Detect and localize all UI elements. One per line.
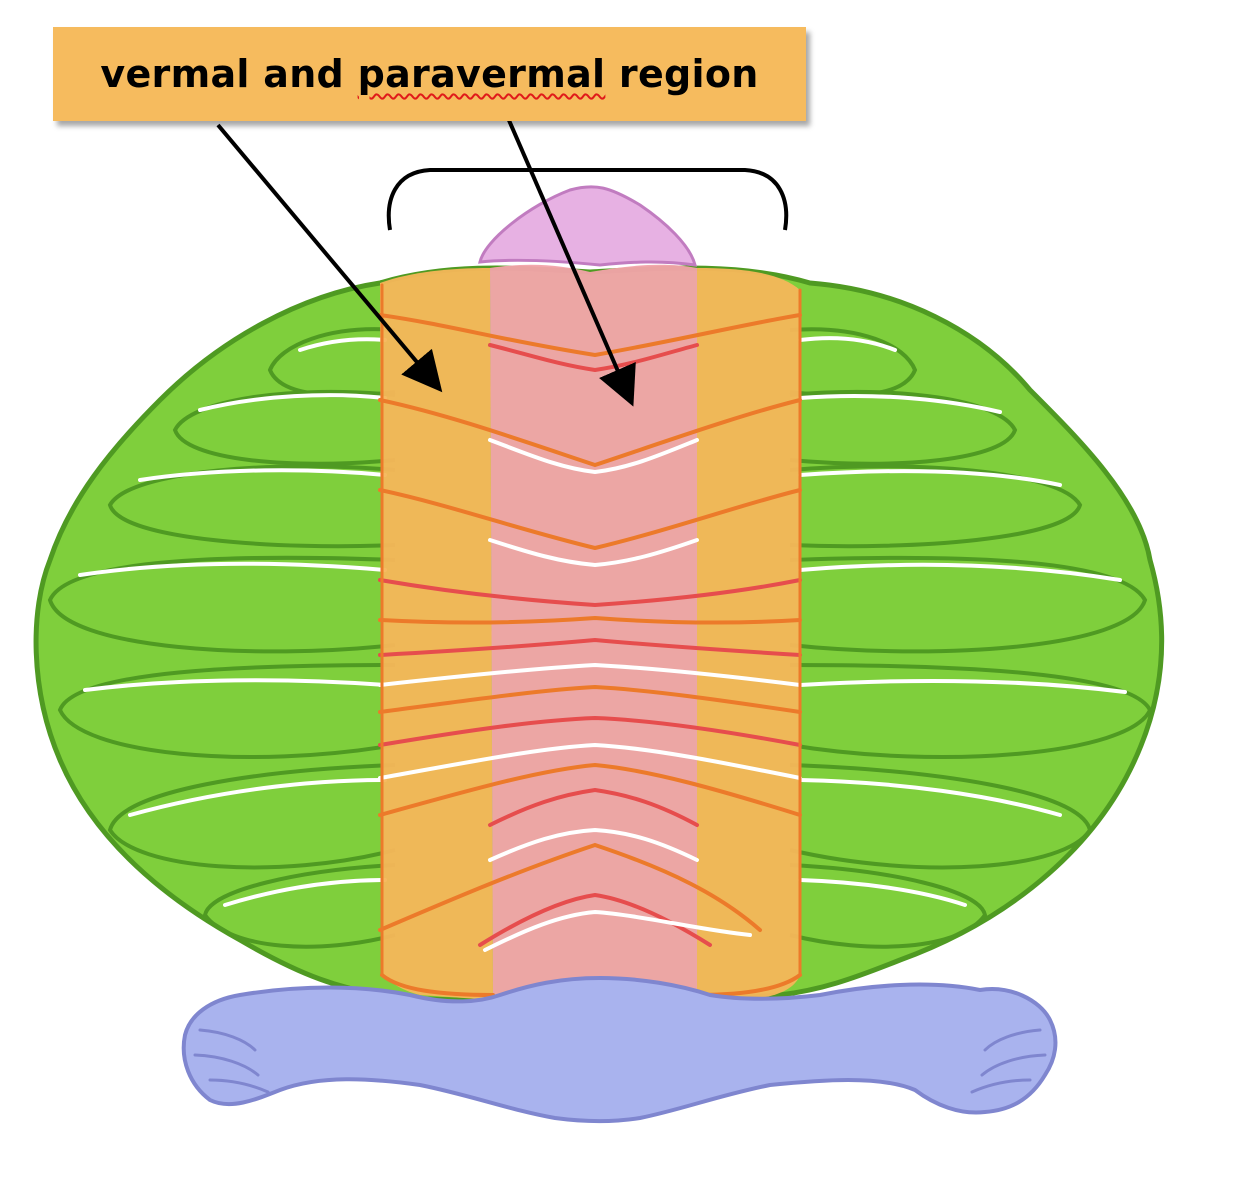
highlight-r7 xyxy=(798,878,967,907)
highlight-l6 xyxy=(128,778,387,817)
toe-r1 xyxy=(983,1028,1042,1052)
left-folium-5 xyxy=(57,663,396,759)
fissure-orange-6 xyxy=(378,762,802,817)
fissure-red-5 xyxy=(488,787,699,827)
region-bracket xyxy=(386,168,789,231)
left-folium-4 xyxy=(47,555,396,654)
region-label-part-2: region xyxy=(605,52,759,96)
highlight-l4 xyxy=(78,561,387,577)
paravermal-zones xyxy=(380,268,800,1000)
fissure-white-3 xyxy=(378,662,802,687)
vermis-zone xyxy=(490,264,697,1000)
fissure-red-4 xyxy=(378,715,802,747)
left-folium-7 xyxy=(202,863,396,949)
peduncle-toes xyxy=(193,1028,1047,1094)
arrow-to-paravermis xyxy=(216,123,443,393)
highlight-l2 xyxy=(198,393,387,412)
toe-r3 xyxy=(970,1078,1032,1094)
folia-group xyxy=(47,327,1153,949)
fissure-orange-1 xyxy=(378,313,802,358)
fissure-orange-5 xyxy=(378,684,802,714)
region-label: vermal and paravermal region xyxy=(100,52,758,96)
right-folium-7 xyxy=(789,863,988,949)
toe-l2 xyxy=(193,1053,260,1077)
toe-l1 xyxy=(198,1028,257,1052)
left-folium-2 xyxy=(172,389,396,466)
fissure-orange-2 xyxy=(378,398,802,468)
right-folium-3 xyxy=(789,464,1083,549)
highlight-r3 xyxy=(798,469,1062,487)
left-paravermis xyxy=(380,268,493,1000)
green-highlights xyxy=(78,336,1127,907)
top-nodule xyxy=(478,185,697,267)
fissure-orange-4 xyxy=(378,615,802,625)
region-label-box: vermal and paravermal region xyxy=(53,27,806,121)
fissure-red-1 xyxy=(488,343,699,373)
right-folium-2 xyxy=(789,389,1018,466)
fissure-white-6 xyxy=(483,909,752,952)
left-folium-6 xyxy=(107,763,396,870)
brainstem xyxy=(181,975,1058,1123)
arrow-to-vermis xyxy=(506,117,636,407)
fissure-white-5 xyxy=(488,827,699,862)
fissure-red-3 xyxy=(378,637,802,657)
fissure-white-2 xyxy=(488,538,699,568)
highlight-l5 xyxy=(83,678,387,692)
fissure-red-2 xyxy=(378,578,802,608)
right-paravermis xyxy=(697,268,800,1000)
highlight-l3 xyxy=(138,468,387,482)
right-folium-4 xyxy=(789,555,1148,654)
highlight-r6 xyxy=(798,778,1062,817)
highlight-l1 xyxy=(298,337,387,352)
highlight-r1 xyxy=(798,336,897,352)
highlight-r5 xyxy=(798,678,1127,694)
right-folium-5 xyxy=(789,663,1153,759)
toe-r2 xyxy=(980,1053,1047,1077)
region-label-part-1: vermal and xyxy=(100,52,358,96)
fissure-white-1 xyxy=(488,438,699,475)
fissure-white-4 xyxy=(378,742,802,780)
left-folium-3 xyxy=(107,464,396,549)
region-label-flagged-word: paravermal xyxy=(357,52,606,96)
fissure-orange-3 xyxy=(378,488,802,551)
highlight-l7 xyxy=(223,878,387,907)
right-folium-6 xyxy=(789,763,1093,870)
highlight-r2 xyxy=(798,393,1002,414)
highlight-r4 xyxy=(798,562,1122,582)
paravermis-bottom-left xyxy=(380,973,495,997)
fissure-orange-7 xyxy=(378,842,762,932)
toe-l3 xyxy=(208,1078,270,1094)
fissures xyxy=(378,283,802,997)
